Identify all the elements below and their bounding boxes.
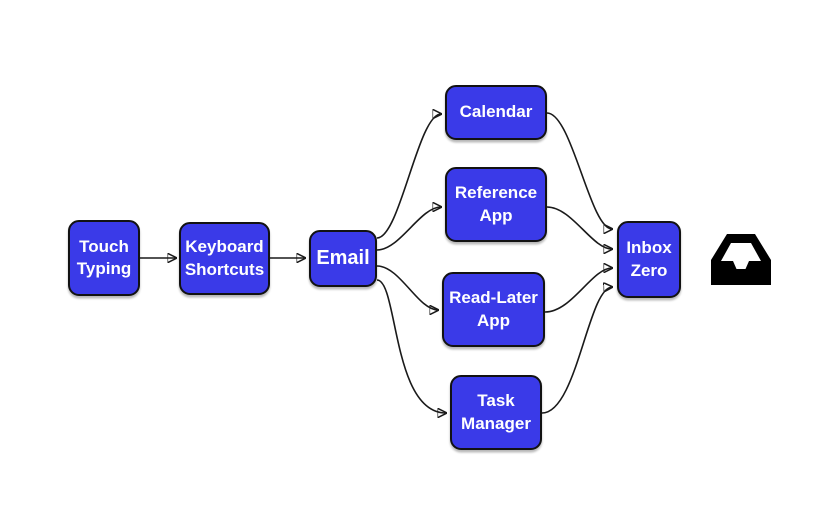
node-task-manager: Task Manager [450, 375, 542, 450]
edge-task-manager-inbox-zero [541, 287, 612, 414]
inbox-tray-icon [711, 234, 771, 285]
edge-email-read-later-app [376, 265, 438, 310]
edge-read-later-app-inbox-zero [544, 268, 612, 313]
node-calendar: Calendar [445, 85, 547, 140]
edge-email-reference-app [376, 207, 441, 251]
edge-calendar-inbox-zero [546, 112, 612, 229]
node-email: Email [309, 230, 377, 287]
edge-email-task-manager [376, 279, 446, 413]
edge-reference-app-inbox-zero [546, 206, 612, 249]
node-read-later-app: Read-Later App [442, 272, 545, 347]
node-touch-typing: Touch Typing [68, 220, 140, 296]
node-inbox-zero: Inbox Zero [617, 221, 681, 298]
node-reference-app: Reference App [445, 167, 547, 242]
edge-email-calendar [376, 114, 441, 239]
node-keyboard-shortcuts: Keyboard Shortcuts [179, 222, 270, 295]
